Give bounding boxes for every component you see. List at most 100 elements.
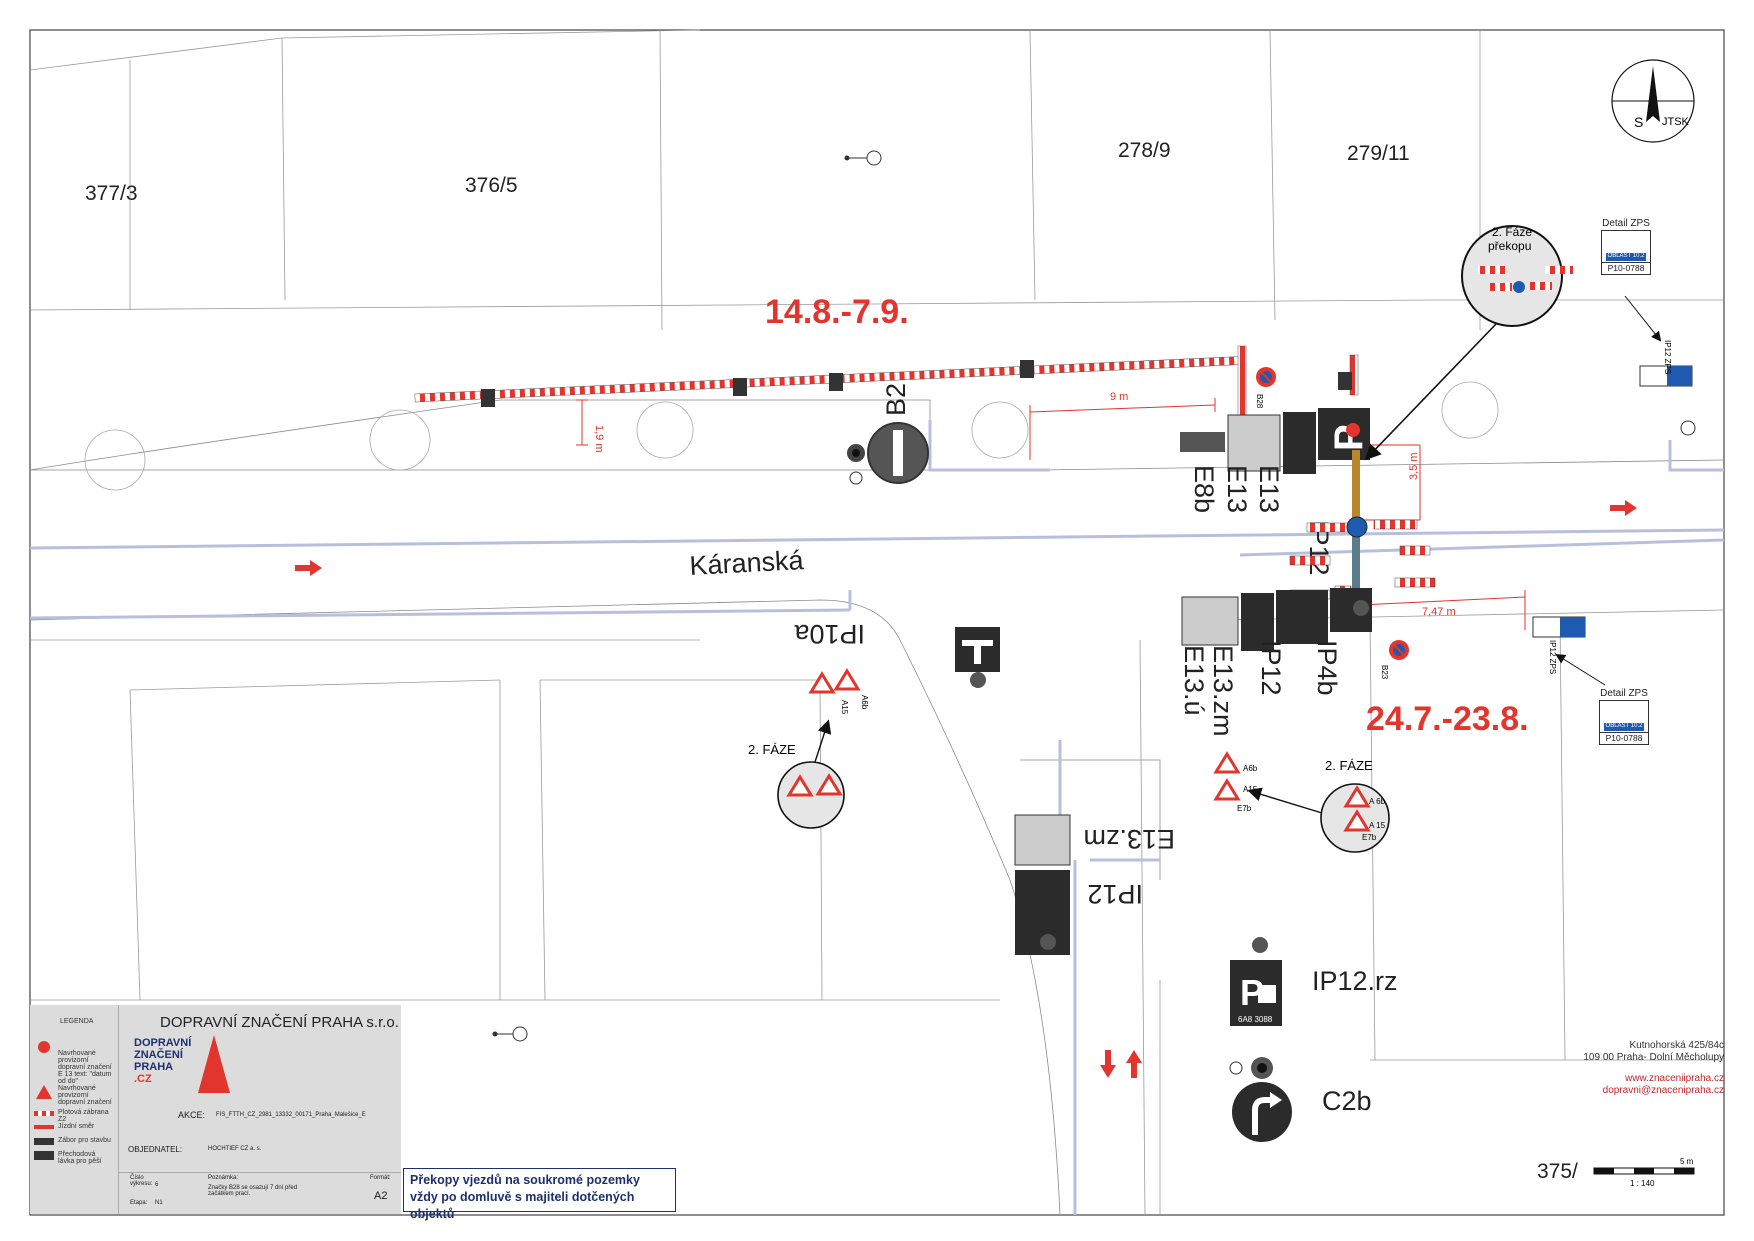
title-block: LEGENDA Navrhované provizorní dopravní z… [30, 1005, 401, 1214]
company-name: DOPRAVNÍ ZNAČENÍ PRAHA s.r.o. [160, 1014, 399, 1031]
legend-symbol-sign [38, 1041, 50, 1053]
label-a6b-3: A 6b [1369, 797, 1386, 806]
legend-item-6: Přechodová lávka pro pěší [58, 1151, 102, 1165]
cislo-value: 6 [155, 1182, 159, 1188]
callout-faze2-top-subtitle: překopu [1488, 239, 1531, 253]
label-e7b: E7b [1237, 804, 1252, 813]
zps-signs [1532, 295, 1693, 686]
parcel-376-5: 376/5 [465, 174, 518, 197]
logo-line-4: .CZ [134, 1073, 152, 1085]
scale-bar [1593, 1167, 1695, 1175]
label-e13-zm-b: E13.zm [1083, 824, 1175, 854]
label-e8b: E8b [1189, 465, 1219, 513]
dim-9m: 9 m [1110, 391, 1128, 403]
legend-item-5: Zábor pro stavbu [58, 1137, 111, 1144]
direction-arrow-right-left [295, 560, 322, 576]
parcel-279-11: 279/11 [1347, 142, 1410, 165]
label-b28: B28 [1255, 394, 1264, 409]
parcel-377-3: 377/3 [85, 182, 138, 205]
walkway-plates [481, 360, 1352, 407]
note-box: Překopy vjezdů na soukromé pozemky vždy … [403, 1168, 676, 1221]
trench [1352, 450, 1360, 602]
format-label: Formát: [370, 1175, 391, 1181]
label-ip12-zps-1: IP12 ZPS [1663, 340, 1672, 374]
road-edges [29, 420, 1725, 1215]
company-logo-cone [198, 1035, 230, 1093]
label-ip4b: IP4b [1312, 640, 1342, 696]
company-logo-text: DOPRAVNÍ ZNAČENÍ PRAHA .CZ [134, 1037, 191, 1085]
label-e13-zm: E13.zm [1208, 645, 1238, 737]
dimensions [576, 398, 1526, 630]
sign-ip12-rz: P 6A8 3088 [1230, 937, 1282, 1026]
label-e13-a: E13 [1254, 465, 1284, 513]
dim-3-5m: 3,5 m [1408, 452, 1420, 480]
cislo-label: Číslo výkresu: [130, 1175, 153, 1187]
logo-line-2: ZNAČENÍ [134, 1049, 183, 1061]
dim-7-47m: 7,47 m [1422, 606, 1456, 618]
legend-symbol-zabor [34, 1138, 54, 1145]
sign-ip10a [955, 627, 1000, 688]
company-web-link[interactable]: www.znaceniipraha.cz [1625, 1073, 1724, 1084]
legend-symbol-lavka [34, 1151, 54, 1160]
label-b2: B2 [881, 383, 911, 416]
scale-ratio: 1 : 140 [1630, 1179, 1655, 1188]
keep-left-sign [1346, 516, 1368, 538]
legend-item-3: Plotová zábrana Z2 [58, 1109, 109, 1123]
direction-arrow-up [1126, 1050, 1142, 1078]
label-ip12-c: IP12 [1087, 879, 1143, 909]
legend-symbol-triangle [36, 1085, 52, 1099]
label-e13-b: E13 [1222, 465, 1252, 513]
north-arrow [1611, 59, 1695, 143]
label-ip12-b: IP12 [1256, 640, 1286, 696]
zps-oblast-top: OBLAST 10.2 [1606, 253, 1646, 261]
objednatel-label: OBJEDNATEL: [128, 1145, 183, 1154]
callout-faze2-b [1247, 783, 1390, 853]
label-e7b-2: E7b [1362, 833, 1377, 842]
zps-detail-top: Detail ZPS OBLAST 10.2 P10-0788 [1600, 218, 1652, 275]
parcel-278-9: 278/9 [1118, 139, 1171, 162]
zps-detail-bottom-code: P10-0788 [1600, 732, 1648, 743]
direction-arrow-down [1100, 1050, 1116, 1078]
lamp-posts [492, 150, 1696, 1042]
legend-item-4: Jízdní směr [58, 1123, 95, 1130]
label-ip10a: IP10a [793, 619, 865, 649]
label-ip12-zps-2: IP12 ZPS [1548, 640, 1557, 674]
traffic-arrows [295, 500, 1637, 1078]
legend-symbol-fence [34, 1111, 54, 1116]
company-address-1: Kutnohorská 425/84c [1629, 1040, 1724, 1051]
phase-date-2: 24.7.-23.8. [1366, 700, 1529, 738]
dim-1-9m: 1,9 m [593, 425, 605, 453]
poznamka-label: Poznámka: [208, 1175, 239, 1181]
callout-faze2-top-title: 2. Fáze [1492, 225, 1532, 239]
trees [84, 381, 1499, 491]
label-b23: B23 [1380, 665, 1389, 680]
svg-text:6A8 3088: 6A8 3088 [1238, 1015, 1273, 1024]
sign-group-ip12-top: P [1180, 408, 1371, 474]
sign-b23 [1389, 640, 1409, 660]
zps-detail-bottom: Detail ZPS OBLAST 10.2 P10-0788 [1598, 688, 1650, 745]
callout-faze2-b-title: 2. FÁZE [1325, 758, 1373, 773]
zps-detail-top-card: OBLAST 10.2 P10-0788 [1601, 230, 1651, 275]
logo-line-3: PRAHA [134, 1061, 174, 1073]
sign-b2 [847, 422, 929, 485]
poznamka-value: Značky B28 se osazují 7 dní před začátke… [208, 1185, 298, 1197]
callout-faze2-prekopu [1364, 225, 1573, 461]
etapa-value: N1 [155, 1200, 163, 1206]
scale-length: 5 m [1680, 1157, 1694, 1166]
logo-line-1: DOPRAVNÍ [134, 1037, 192, 1049]
label-ip12-rz: IP12.rz [1312, 966, 1398, 996]
label-e13-u: E13.ú [1179, 645, 1209, 716]
zps-detail-bottom-card: OBLAST 10.2 P10-0788 [1599, 700, 1649, 745]
format-value: A2 [374, 1190, 388, 1202]
phase-date-1: 14.8.-7.9. [765, 293, 909, 331]
zps-detail-top-title: Detail ZPS [1602, 218, 1650, 229]
company-email-link[interactable]: dopravni@znacenipraha.cz [1602, 1085, 1724, 1096]
sign-group-ip12-bottom [1181, 588, 1372, 651]
callout-faze2-a-title: 2. FÁZE [748, 742, 796, 757]
direction-arrow-right [1610, 500, 1637, 516]
legend-divider [118, 1005, 119, 1214]
etapa-label: Etapa: [130, 1200, 148, 1206]
title-divider [118, 1172, 401, 1173]
objednatel-value: HOCHTIEF CZ a. s. [208, 1146, 262, 1152]
